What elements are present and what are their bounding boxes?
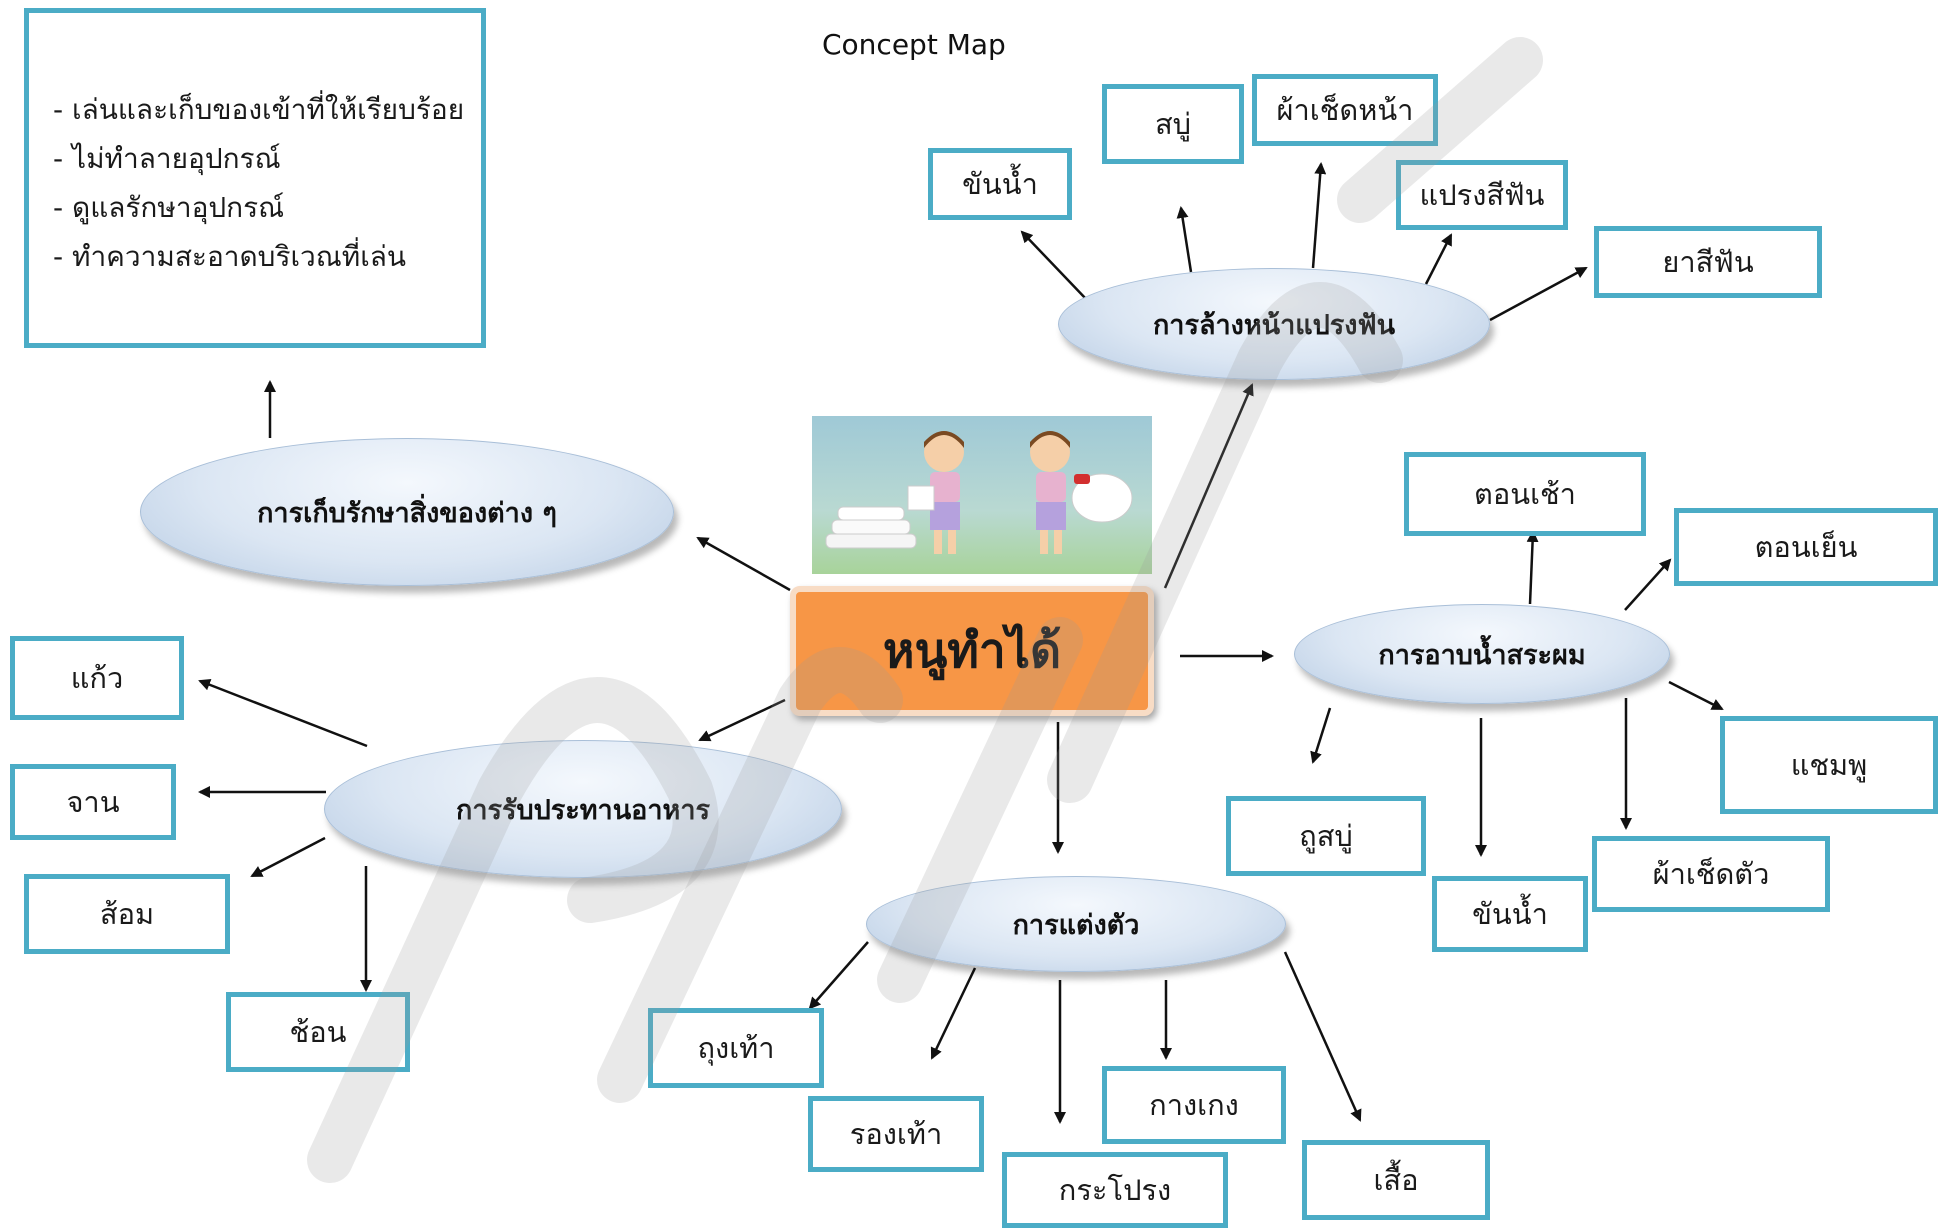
topic-storage: การเก็บรักษาสิ่งของต่าง ๆ [140, 438, 674, 586]
eating-item: จาน [10, 764, 176, 840]
washing-item: ขันน้ำ [928, 148, 1072, 220]
dressing-item: ถุงเท้า [648, 1008, 824, 1088]
bathing-item: ถูสบู่ [1226, 796, 1426, 876]
bathing-item: ผ้าเช็ดตัว [1592, 836, 1830, 912]
bathing-item: แชมพู [1720, 716, 1938, 814]
dressing-item: เสื้อ [1302, 1140, 1490, 1220]
washing-item: สบู่ [1102, 84, 1244, 164]
eating-item: ส้อม [24, 874, 230, 954]
bathing-item: ตอนเช้า [1404, 452, 1646, 536]
page-title: Concept Map [822, 28, 1006, 61]
topic-dressing: การแต่งตัว [866, 876, 1286, 972]
dressing-item: รองเท้า [808, 1096, 984, 1172]
bathing-item: ขันน้ำ [1432, 876, 1588, 952]
children-illustration [812, 416, 1152, 574]
note-line: - ไม่ทำลายอุปกรณ์ [53, 142, 281, 175]
bathing-item: ตอนเย็น [1674, 508, 1938, 586]
washing-item: ผ้าเช็ดหน้า [1252, 74, 1438, 146]
washing-item: ยาสีฟัน [1594, 226, 1822, 298]
topic-bathing: การอาบน้ำสระผม [1294, 604, 1670, 704]
washing-item: แปรงสีฟัน [1396, 160, 1568, 230]
note-line: - ทำความสะอาดบริเวณที่เล่น [53, 240, 407, 273]
eating-item: ช้อน [226, 992, 410, 1072]
note-line: - ดูแลรักษาอุปกรณ์ [53, 191, 285, 224]
topic-eating: การรับประทานอาหาร [324, 740, 842, 878]
notes-box: - เล่นและเก็บของเข้าที่ให้เรียบร้อย - ไม… [24, 8, 486, 348]
note-line: - เล่นและเก็บของเข้าที่ให้เรียบร้อย [53, 93, 465, 126]
center-topic: หนูทำได้ [790, 586, 1154, 716]
eating-item: แก้ว [10, 636, 184, 720]
topic-washing: การล้างหน้าแปรงฟัน [1058, 268, 1490, 380]
dressing-item: กางเกง [1102, 1066, 1286, 1144]
dressing-item: กระโปรง [1002, 1152, 1228, 1228]
